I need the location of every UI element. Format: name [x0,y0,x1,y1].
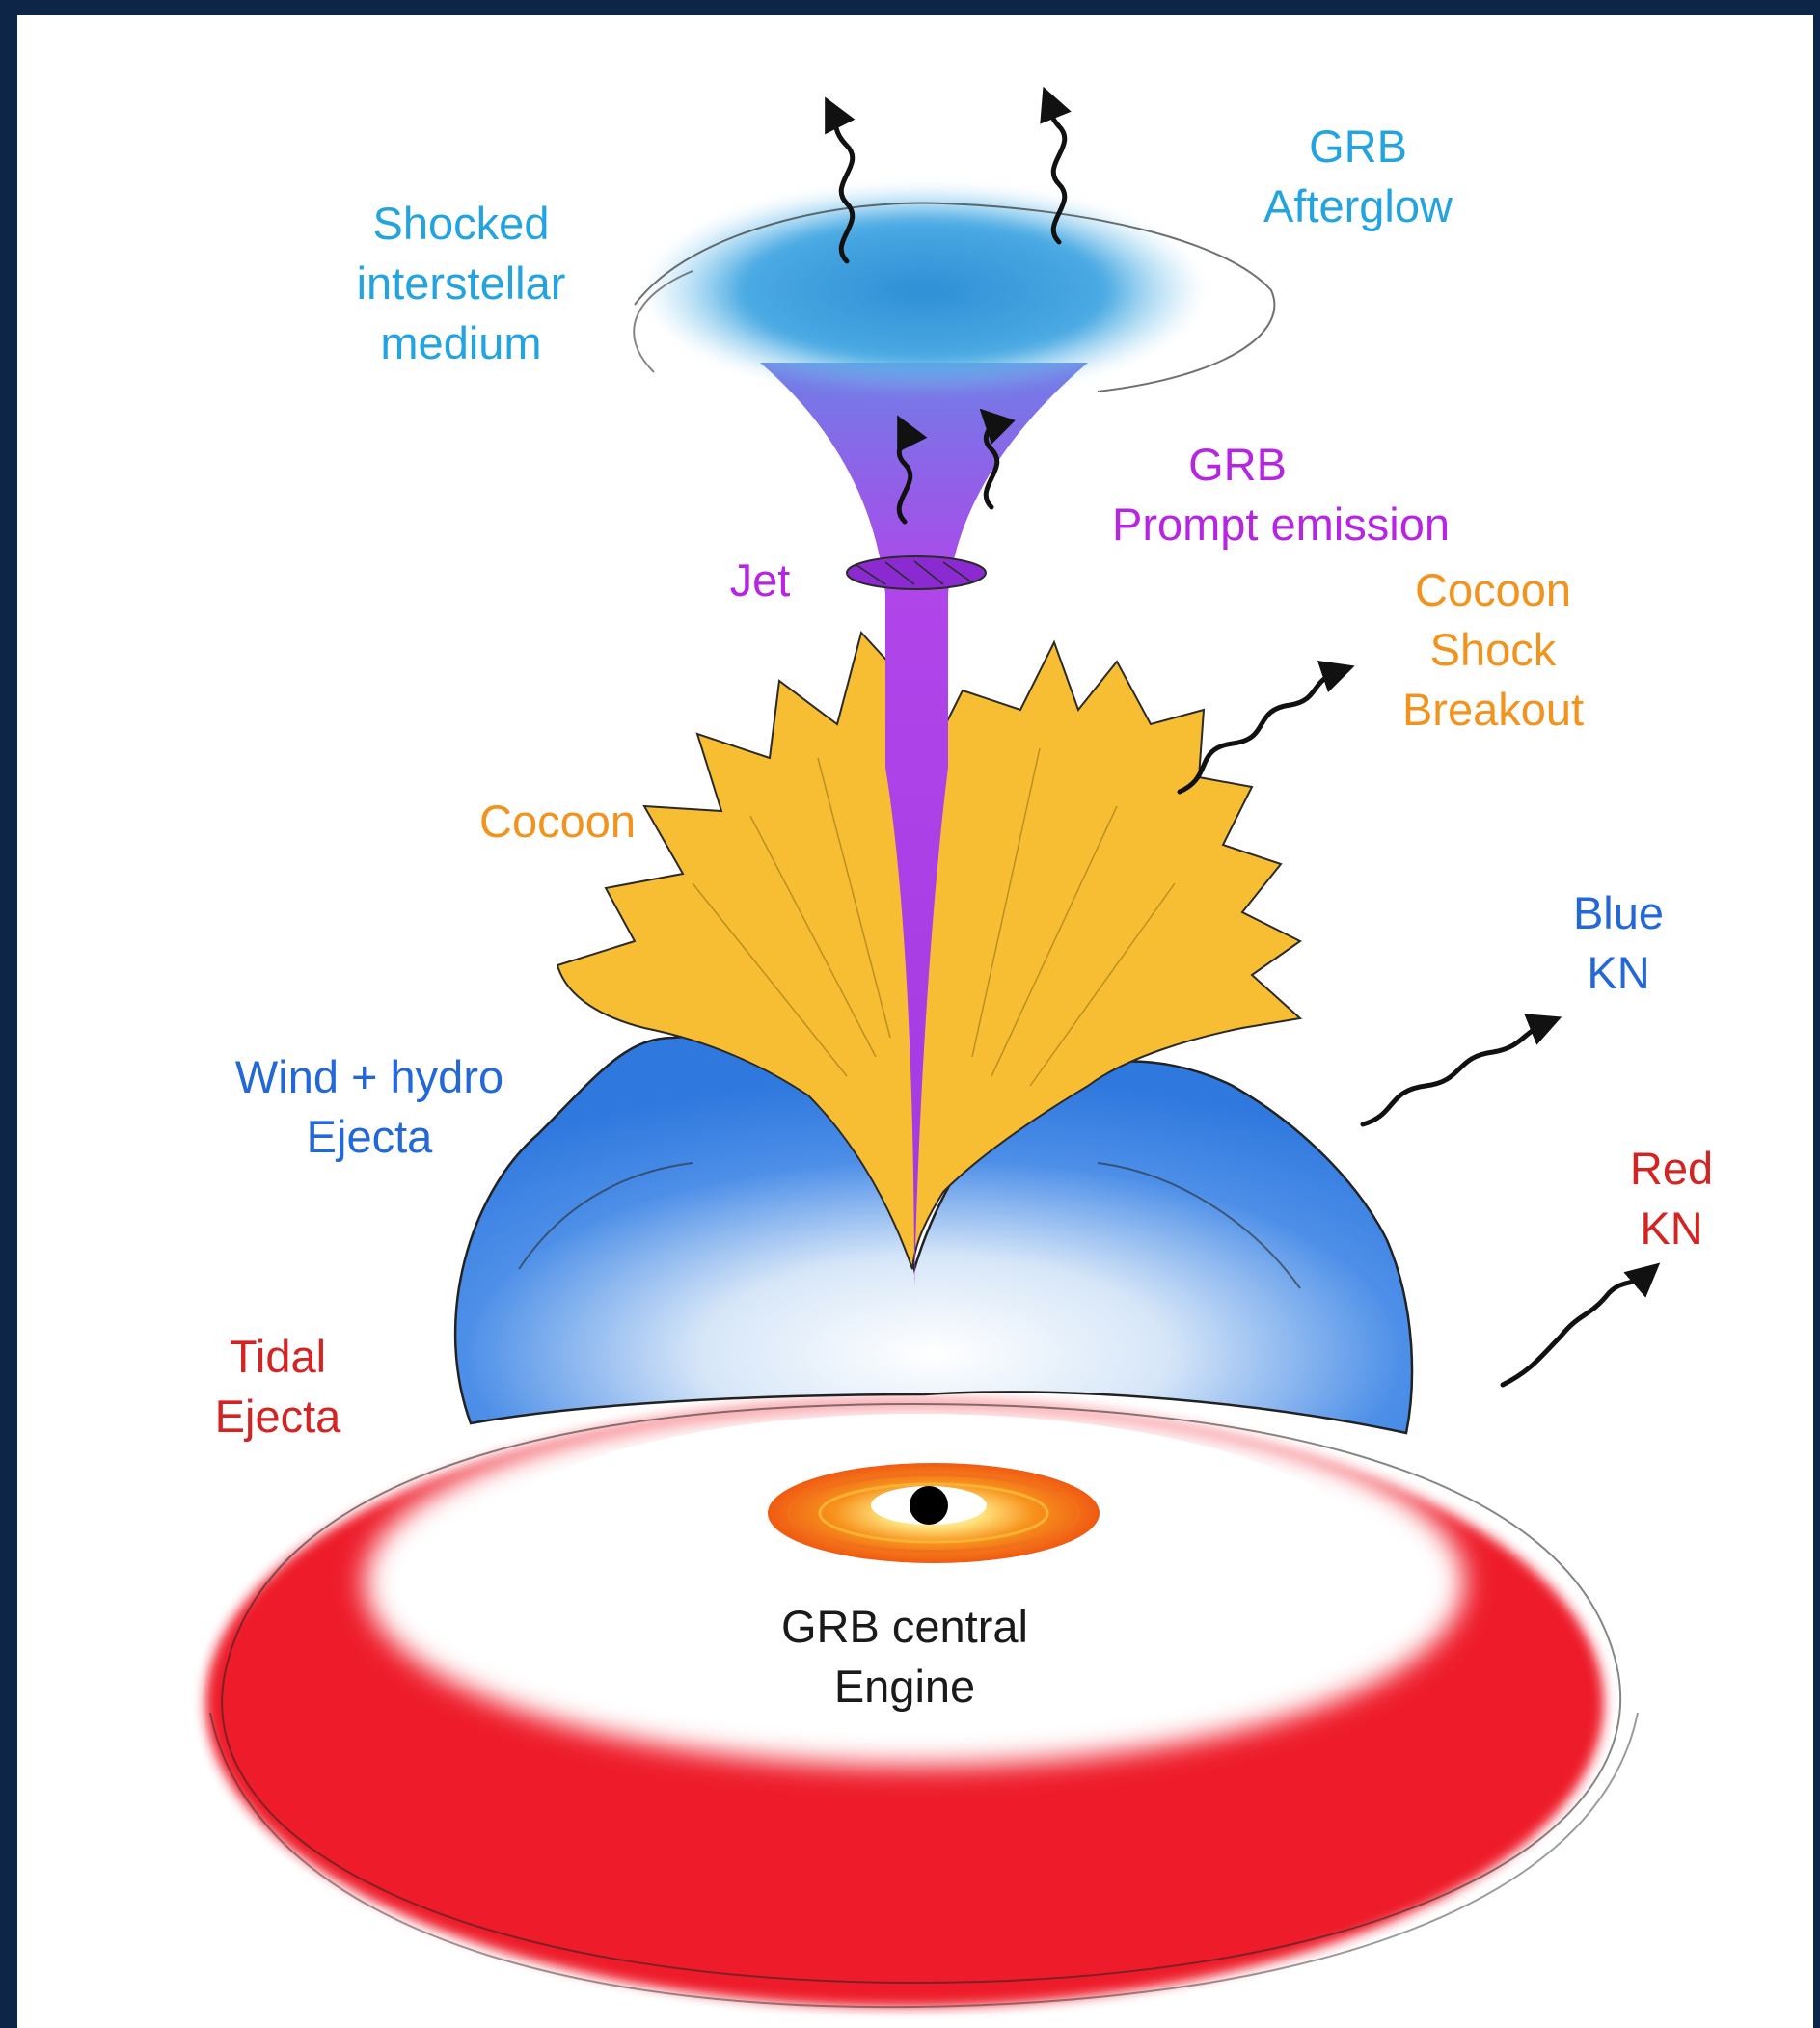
label-line: GRB [1213,117,1503,176]
grb-kilonova-illustration [17,15,1813,2028]
label-shocked-ism: Shocked interstellar medium [307,194,615,373]
label-line: Blue [1541,883,1696,943]
label-wind-ejecta: Wind + hydro Ejecta [186,1047,553,1167]
label-tidal-ejecta: Tidal Ejecta [186,1327,369,1447]
label-line: Tidal [186,1327,369,1387]
label-line: KN [1541,943,1696,1003]
label-line: Jet [707,551,813,610]
red-kn-arrow [1503,1274,1647,1385]
label-line: Red [1599,1139,1744,1199]
label-line: Ejecta [186,1387,369,1447]
label-line: KN [1599,1199,1744,1258]
label-line: Prompt emission [1069,495,1493,554]
label-line: Engine [741,1657,1069,1717]
label-grb-prompt: GRB Prompt emission [1069,435,1493,554]
label-line: Shock [1368,620,1618,680]
label-line: Cocoon [1368,560,1618,620]
label-jet: Jet [707,551,813,610]
label-line: Afterglow [1213,176,1503,236]
label-line: Shocked [307,194,615,254]
label-line: medium [307,313,615,373]
label-grb-afterglow: GRB Afterglow [1213,117,1503,236]
label-line: Ejecta [186,1107,553,1167]
label-line: Breakout [1368,680,1618,740]
label-cocoon-shock-breakout: Cocoon Shock Breakout [1368,560,1618,740]
shocked-ism-cloud [634,184,1274,396]
label-line: Cocoon [451,792,664,852]
label-cocoon: Cocoon [451,792,664,852]
breakout-arrow [1180,671,1339,792]
label-grb-central-engine: GRB central Engine [741,1597,1069,1717]
label-line: GRB central [741,1597,1069,1657]
diagram-frame: Shocked interstellar medium GRB Afterglo… [17,15,1813,2028]
label-line: Wind + hydro [186,1047,553,1107]
central-engine [768,1463,1100,1563]
label-blue-kn: Blue KN [1541,883,1696,1003]
blue-kn-arrow [1363,1023,1546,1124]
label-line: GRB [1069,435,1493,495]
label-red-kn: Red KN [1599,1139,1744,1258]
black-hole [910,1486,948,1525]
label-line: interstellar [307,254,615,313]
